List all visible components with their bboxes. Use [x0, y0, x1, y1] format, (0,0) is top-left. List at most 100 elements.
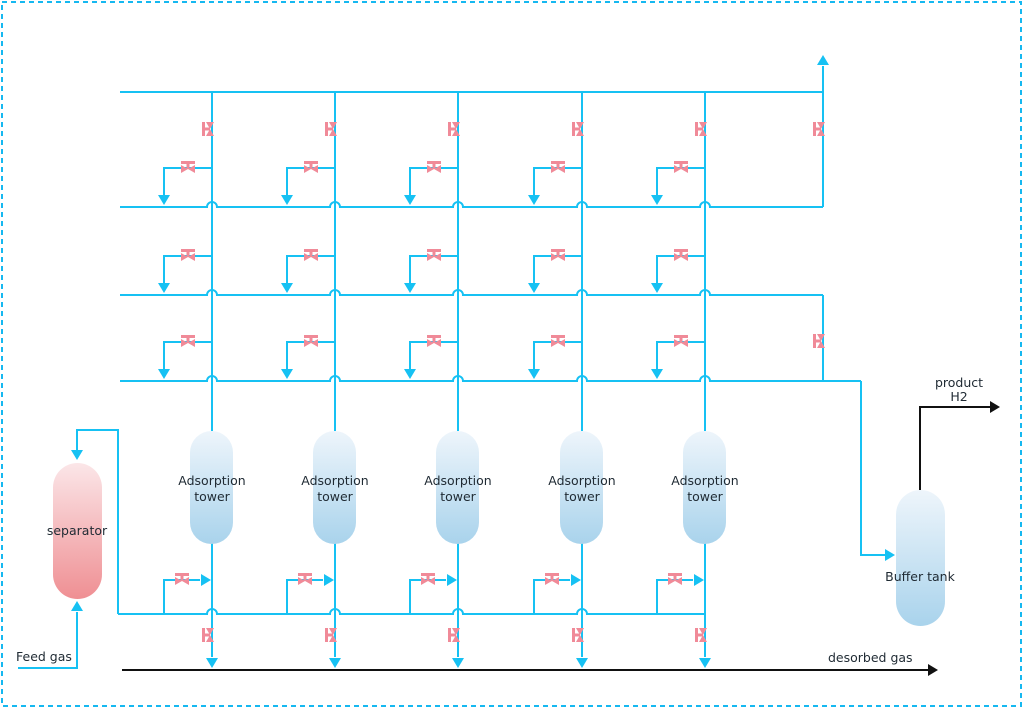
valve-body-left: [421, 577, 428, 585]
adsorption-tower-5-sublabel: tower: [687, 489, 723, 504]
valve-handle: [202, 122, 205, 136]
pipe-network: [18, 66, 990, 671]
valve-stem: [679, 163, 683, 169]
valve-handle: [551, 249, 565, 252]
tower-3-outlet-arrow: [452, 658, 464, 668]
branch-2-4-pipe: [533, 255, 582, 283]
valve-right-top: [813, 122, 825, 136]
branch-3-5-arrow: [651, 369, 663, 379]
valve-handle: [181, 335, 195, 338]
valve-body-left: [674, 339, 681, 347]
adsorption-tower-5-vessel: [683, 431, 726, 544]
valve-stem: [309, 337, 313, 343]
valve-branch-1-1: [181, 161, 195, 173]
valve-stem: [556, 337, 560, 343]
valve-stem: [309, 251, 313, 257]
valve-stem: [450, 127, 456, 131]
valve-handle: [674, 249, 688, 252]
valve-body-top: [329, 122, 337, 129]
valve-body-bottom: [452, 635, 460, 642]
branch-3-5-pipe: [656, 341, 705, 369]
valve-body-left: [551, 165, 558, 173]
valve-feed-4: [545, 573, 559, 585]
valve-body-left: [668, 577, 675, 585]
valve-body-top: [452, 628, 460, 635]
valve-tower-2-bottom: [325, 628, 337, 642]
valve-stem: [426, 575, 430, 581]
adsorption-tower-3-sublabel: tower: [440, 489, 476, 504]
valve-body-left: [674, 253, 681, 261]
branch-2-2-pipe: [286, 255, 335, 283]
valve-group: [175, 122, 825, 642]
valve-stem: [815, 127, 821, 131]
valve-body-bottom: [817, 341, 825, 348]
adsorption-tower-2-label: Adsorption: [301, 473, 368, 488]
valve-body-left: [304, 253, 311, 261]
adsorption-tower-4-label: Adsorption: [548, 473, 615, 488]
valve-branch-1-5: [674, 161, 688, 173]
valve-body-bottom: [206, 635, 214, 642]
feed-gas-arrow: [71, 601, 83, 611]
valve-body-bottom: [817, 129, 825, 136]
branch-1-1-arrow: [158, 195, 170, 205]
valve-body-left: [175, 577, 182, 585]
separator-return-pipe: [76, 429, 119, 614]
branch-2-2-arrow: [281, 283, 293, 293]
branch-3-3-arrow: [404, 369, 416, 379]
valve-handle: [448, 122, 451, 136]
valve-stem: [673, 575, 677, 581]
valve-stem: [450, 633, 456, 637]
valve-handle: [668, 573, 682, 576]
separator-vessel: [53, 463, 102, 599]
valve-handle: [421, 573, 435, 576]
valve-handle: [427, 161, 441, 164]
valve-stem: [432, 337, 436, 343]
valve-body-left: [674, 165, 681, 173]
branch-1-5-pipe: [656, 167, 705, 195]
valve-handle: [304, 161, 318, 164]
product-h2-label: H2: [950, 389, 967, 404]
adsorption-tower-1-label: Adsorption: [178, 473, 245, 488]
valve-stem: [679, 337, 683, 343]
valve-branch-3-4: [551, 335, 565, 347]
valve-body-top: [576, 628, 584, 635]
valve-body-bottom: [576, 129, 584, 136]
feed-gas-label: Feed gas: [16, 649, 72, 664]
valve-branch-2-2: [304, 249, 318, 261]
valve-stem: [432, 163, 436, 169]
valve-stem: [186, 251, 190, 257]
valve-body-left: [181, 165, 188, 173]
branch-1-4-arrow: [528, 195, 540, 205]
valve-body-right: [305, 577, 312, 585]
valve-body-right: [311, 253, 318, 261]
valve-handle: [325, 628, 328, 642]
feed-branch-1-arrow: [201, 574, 211, 586]
valve-body-right: [681, 165, 688, 173]
feed-gas-pipe: [18, 612, 78, 669]
valve-handle: [298, 573, 312, 576]
valve-stem: [574, 633, 580, 637]
valve-branch-3-2: [304, 335, 318, 347]
valve-body-right: [434, 253, 441, 261]
valve-body-left: [181, 253, 188, 261]
valve-right-middle: [813, 334, 825, 348]
top-outlet-arrow: [817, 55, 829, 65]
valve-branch-2-5: [674, 249, 688, 261]
adsorption-towers: AdsorptiontowerAdsorptiontowerAdsorption…: [178, 431, 739, 544]
branch-1-1-pipe: [163, 167, 212, 195]
tower-5-outlet-arrow: [699, 658, 711, 668]
valve-body-right: [311, 165, 318, 173]
valve-body-left: [551, 339, 558, 347]
valve-stem: [679, 251, 683, 257]
valve-body-left: [427, 339, 434, 347]
product-line-pipe: [919, 406, 990, 490]
branch-3-1-arrow: [158, 369, 170, 379]
branch-2-1-arrow: [158, 283, 170, 293]
valve-body-right: [558, 339, 565, 347]
valve-feed-1: [175, 573, 189, 585]
valve-handle: [545, 573, 559, 576]
tower-2-outlet-arrow: [329, 658, 341, 668]
valve-body-top: [699, 628, 707, 635]
